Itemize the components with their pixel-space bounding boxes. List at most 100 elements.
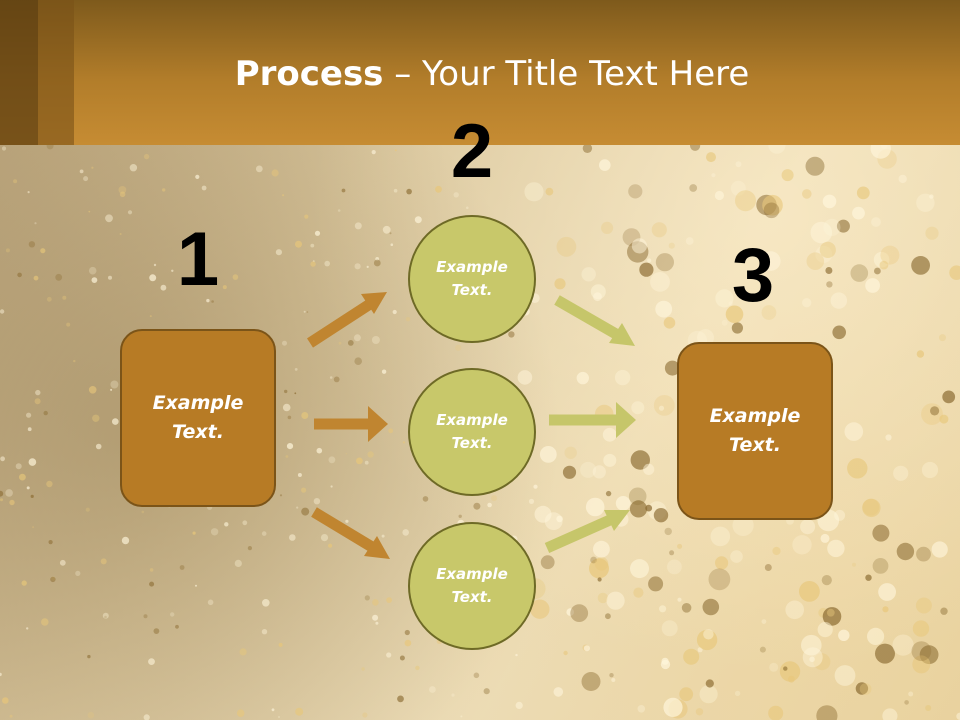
glitter-dot bbox=[91, 277, 98, 283]
glitter-dot bbox=[570, 604, 589, 622]
glitter-dot bbox=[62, 295, 67, 300]
glitter-dot bbox=[51, 576, 56, 581]
glitter-dot bbox=[153, 263, 157, 267]
glitter-dot bbox=[908, 691, 914, 697]
glitter-dot bbox=[629, 500, 648, 518]
glitter-dot bbox=[9, 714, 13, 718]
glitter-dot bbox=[810, 221, 833, 244]
glitter-dot bbox=[830, 292, 847, 309]
glitter-dot bbox=[460, 715, 463, 718]
glitter-dot bbox=[91, 166, 94, 169]
glitter-dot bbox=[856, 186, 870, 200]
glitter-dot bbox=[581, 672, 601, 691]
glitter-dot bbox=[706, 152, 716, 163]
glitter-dot bbox=[850, 264, 869, 282]
glitter-dot bbox=[639, 262, 654, 277]
glitter-dot bbox=[882, 606, 889, 613]
glitter-dot bbox=[892, 634, 914, 656]
glitter-dot bbox=[711, 173, 716, 178]
glitter-dot bbox=[301, 507, 310, 516]
glitter-dot bbox=[453, 192, 459, 198]
glitter-dot bbox=[643, 463, 655, 475]
glitter-dot bbox=[715, 289, 734, 308]
glitter-dot bbox=[102, 612, 109, 619]
glitter-dot bbox=[271, 169, 279, 177]
glitter-dot bbox=[912, 655, 931, 674]
glitter-dot bbox=[466, 206, 469, 210]
glitter-dot bbox=[852, 206, 865, 220]
glitter-dot bbox=[361, 667, 365, 671]
left-box-text: Example Text. bbox=[152, 392, 244, 443]
glitter-dot bbox=[149, 568, 154, 572]
glitter-dot bbox=[601, 221, 614, 234]
glitter-dot bbox=[26, 486, 30, 490]
glitter-dot bbox=[473, 502, 481, 510]
glitter-dot bbox=[896, 542, 915, 561]
glitter-dot bbox=[458, 514, 462, 518]
glitter-dot bbox=[451, 693, 455, 697]
glitter-dot bbox=[367, 451, 374, 458]
glitter-dot bbox=[473, 672, 480, 679]
glitter-dot bbox=[925, 705, 932, 711]
glitter-dot bbox=[915, 597, 932, 614]
glitter-dot bbox=[664, 360, 680, 376]
glitter-dot bbox=[88, 266, 97, 275]
glitter-dot bbox=[528, 498, 535, 504]
glitter-dot bbox=[630, 450, 650, 470]
glitter-dot bbox=[705, 679, 714, 688]
glitter-dot bbox=[832, 325, 846, 340]
glitter-dot bbox=[539, 446, 557, 463]
circle-top: Example Text. bbox=[408, 215, 536, 343]
title-rest: – Your Title Text Here bbox=[383, 54, 750, 94]
glitter-dot bbox=[162, 188, 166, 192]
glitter-dot bbox=[422, 496, 429, 502]
glitter-dot bbox=[75, 570, 81, 576]
glitter-dot bbox=[206, 298, 210, 303]
glitter-dot bbox=[46, 145, 54, 150]
slide-title: Process – Your Title Text Here bbox=[0, 52, 960, 96]
glitter-dot bbox=[553, 687, 564, 697]
glitter-dot bbox=[306, 311, 309, 313]
glitter-dot bbox=[809, 656, 815, 663]
glitter-dot bbox=[581, 267, 596, 282]
glitter-dot bbox=[34, 222, 37, 225]
glitter-dot bbox=[262, 599, 270, 607]
glitter-dot bbox=[822, 194, 837, 209]
glitter-dot bbox=[677, 543, 683, 549]
glitter-dot bbox=[593, 292, 602, 302]
glitter-dot bbox=[813, 653, 831, 671]
glitter-dot bbox=[815, 245, 833, 263]
glitter-dot bbox=[667, 559, 682, 575]
glitter-dot bbox=[533, 484, 538, 489]
glitter-dot bbox=[149, 315, 152, 318]
header-bar bbox=[0, 0, 960, 145]
glitter-dot bbox=[563, 650, 568, 656]
glitter-dot bbox=[826, 281, 833, 288]
glitter-dot bbox=[556, 515, 563, 523]
glitter-dot bbox=[801, 634, 822, 656]
glitter-dot bbox=[239, 648, 247, 656]
glitter-dot bbox=[615, 496, 631, 511]
glitter-dot bbox=[405, 317, 411, 322]
glitter-dot bbox=[87, 654, 91, 659]
glitter-dot bbox=[921, 461, 939, 479]
glitter-dot bbox=[330, 485, 333, 488]
glitter-dot bbox=[278, 716, 280, 718]
glitter-dot bbox=[597, 592, 609, 604]
glitter-dot bbox=[354, 222, 362, 230]
glitter-dot bbox=[46, 296, 52, 302]
glitter-dot bbox=[373, 259, 381, 267]
glitter-dot bbox=[389, 232, 392, 235]
glitter-dot bbox=[911, 256, 930, 275]
glitter-dot bbox=[817, 622, 833, 638]
glitter-dot bbox=[873, 251, 890, 268]
glitter-dot bbox=[282, 194, 285, 197]
glitter-dot bbox=[9, 499, 15, 506]
glitter-dot bbox=[175, 624, 179, 629]
glitter-dot bbox=[702, 598, 720, 616]
glitter-dot bbox=[278, 642, 283, 647]
glitter-dot bbox=[314, 230, 321, 236]
glitter-dot bbox=[898, 174, 907, 184]
glitter-dot bbox=[885, 434, 892, 441]
glitter-dot bbox=[108, 275, 112, 280]
